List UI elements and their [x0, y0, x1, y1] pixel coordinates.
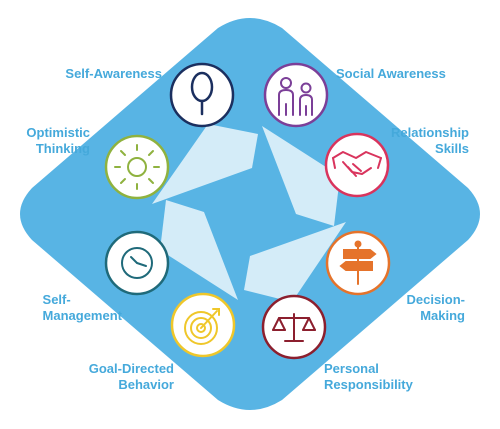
pinwheel-blade-bottom — [244, 222, 346, 302]
relationship-skills-icon-circle — [324, 132, 390, 198]
pinwheel-blade-left — [160, 200, 238, 300]
label-goal-directed-behavior: Goal-Directed Behavior — [88, 361, 174, 392]
pinwheel-logo — [152, 124, 346, 302]
social-awareness-icon-circle — [263, 62, 329, 128]
decision-making-icon-circle — [325, 230, 391, 296]
diamond-background — [20, 18, 480, 410]
label-self-management: Self- Management — [42, 292, 122, 323]
scales-icon — [272, 313, 316, 342]
target-icon — [184, 308, 220, 345]
optimistic-thinking-icon-circle — [104, 134, 170, 200]
label-self-awareness: Self-Awareness — [65, 66, 162, 81]
personal-responsibility-icon-circle — [261, 294, 327, 360]
label-personal-responsibility: Personal Responsibility — [324, 361, 413, 392]
label-optimistic-thinking: Optimistic Thinking — [26, 125, 90, 156]
label-relationship-skills: Relationship Skills — [390, 125, 469, 156]
label-decision-making: Decision- Making — [406, 292, 465, 323]
label-social-awareness: Social Awareness — [336, 66, 446, 81]
clock-icon — [121, 247, 153, 279]
people-icon — [278, 77, 313, 116]
pinwheel-blade-right — [262, 126, 340, 226]
handshake-icon — [332, 151, 382, 177]
self-management-icon-circle — [104, 230, 170, 296]
pinwheel-blade-top — [152, 124, 258, 204]
hand-mirror-icon — [190, 71, 214, 116]
self-awareness-icon-circle — [169, 62, 235, 128]
signpost-icon — [339, 240, 377, 285]
goal-directed-behavior-icon-circle — [170, 292, 236, 358]
sun-icon — [114, 144, 160, 190]
